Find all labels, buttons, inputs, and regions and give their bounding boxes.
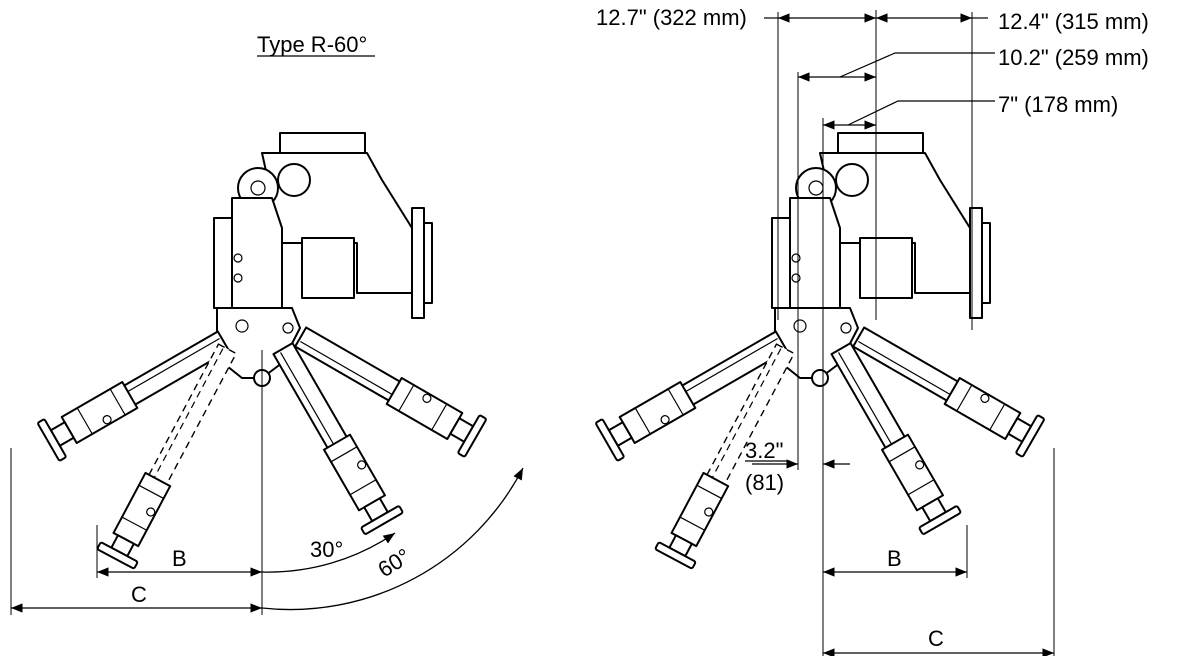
left-angle-30-label: 30°: [310, 537, 343, 562]
right-view: 12.7" (322 mm) 12.4" (315 mm) 10.2" (259…: [594, 5, 1149, 656]
right-dim-c-label: C: [928, 626, 944, 651]
left-angle-60-label: 60°: [373, 543, 414, 582]
right-dim-3-2-label: 3.2": [745, 438, 783, 463]
left-dim-c-label: C: [131, 582, 147, 607]
right-dim-b-label: B: [887, 546, 902, 571]
right-dim-178-label: 7" (178 mm): [998, 92, 1118, 117]
right-dim-322-label: 12.7" (322 mm): [596, 5, 747, 30]
diagram-title: Type R-60°: [257, 32, 367, 57]
right-dim-259-label: 10.2" (259 mm): [998, 45, 1149, 70]
left-arc-30: [261, 532, 396, 573]
right-leader-178: [847, 100, 995, 126]
left-dim-b-label: B: [172, 546, 187, 571]
right-leader-259: [839, 52, 995, 78]
left-view: 30° 60° B C Type R-60°: [10, 32, 524, 615]
left-arc-60: [261, 467, 524, 611]
right-dim-315-label: 12.4" (315 mm): [998, 9, 1149, 34]
right-dim-3-2-mm-label: (81): [745, 470, 784, 495]
